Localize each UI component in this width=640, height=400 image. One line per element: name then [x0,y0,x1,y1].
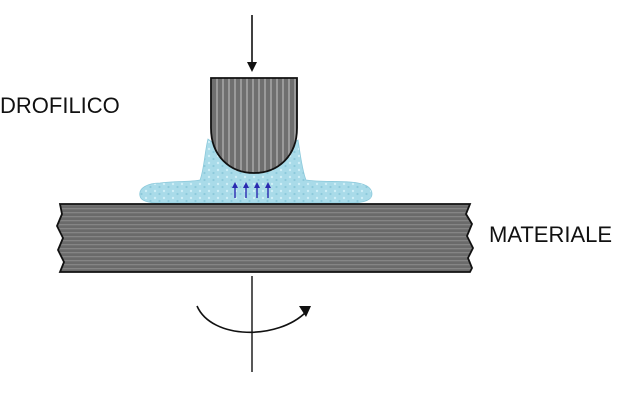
rotation-arc [196,305,307,334]
up-arrow-icon [254,182,260,198]
material-slab [56,203,475,273]
force-arrow [247,15,257,72]
tool-label: DROFILICO [0,93,120,118]
tool [210,77,298,174]
flow-arrows [232,182,271,198]
rotation-arrowhead [299,306,311,317]
up-arrow-icon [232,182,238,198]
tool-body [210,77,298,174]
up-arrow-icon [243,182,249,198]
material-label: MATERIALE [489,222,613,247]
down-arrow-icon [247,62,257,72]
material-body [56,203,475,273]
curved-arrow-icon [196,305,311,334]
up-arrow-icon [265,182,271,198]
